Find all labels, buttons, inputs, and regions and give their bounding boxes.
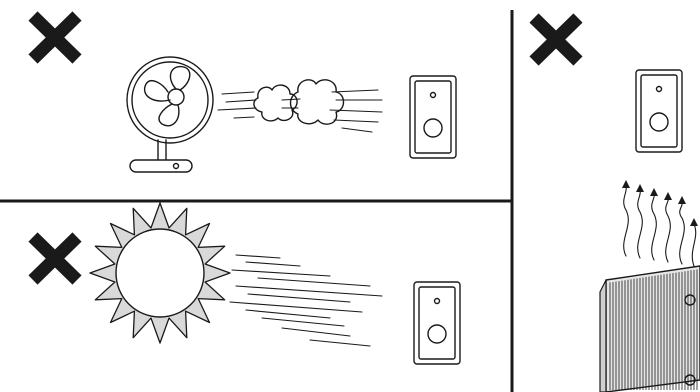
thermostat-icon [413, 281, 461, 365]
fan-panel [28, 11, 457, 173]
sun-icon [89, 202, 231, 344]
radiator-icon [599, 265, 700, 392]
heat-waves-icon [622, 180, 698, 267]
fan-icon [126, 56, 214, 173]
arrow-up-icon [664, 192, 672, 200]
air-cloud-icon [253, 79, 345, 125]
arrow-up-icon [678, 196, 686, 204]
thermostat-icon [635, 69, 683, 153]
arrow-up-icon [650, 188, 658, 196]
sun-rays-lines-icon [229, 254, 383, 347]
arrow-up-icon [622, 180, 630, 188]
arrow-up-icon [690, 218, 698, 226]
radiator-panel [529, 13, 700, 392]
thermostat-icon [409, 75, 457, 159]
airflow-lines-icon [217, 89, 383, 133]
cross-icon [28, 11, 82, 64]
cross-icon [529, 13, 583, 66]
sun-panel [28, 202, 461, 365]
arrow-up-icon [636, 184, 644, 192]
cross-icon [28, 232, 82, 285]
